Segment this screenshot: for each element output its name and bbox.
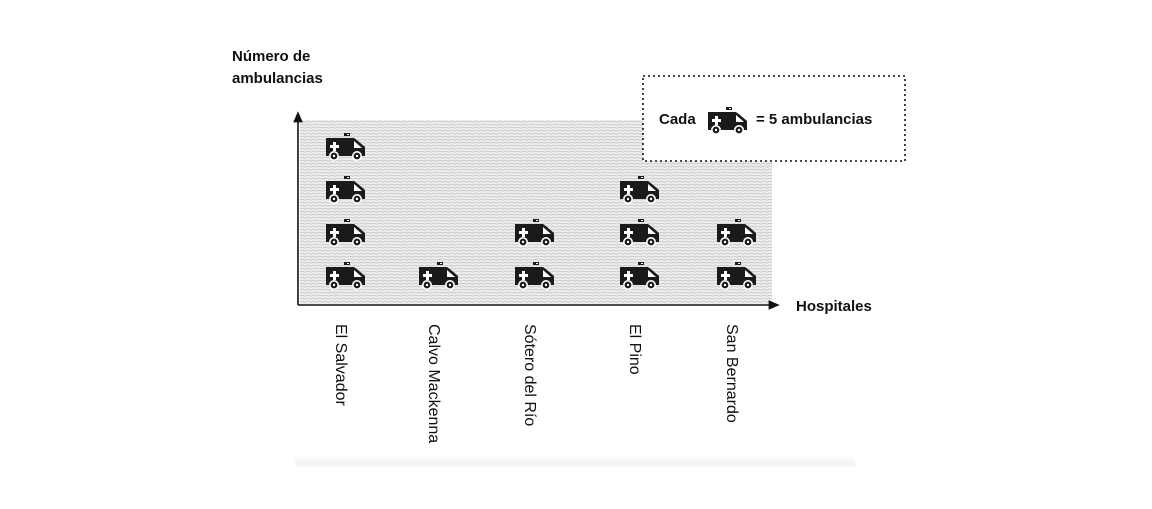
category-labels: El Salvador Calvo Mackenna Sótero del Río E… xyxy=(332,324,740,443)
legend-prefix: Cada xyxy=(659,111,696,128)
y-axis-title: Número de ambulancias xyxy=(232,48,323,87)
legend-box xyxy=(642,75,906,162)
y-axis-title-line-2: ambulancias xyxy=(232,70,323,87)
category-label: Calvo Mackenna xyxy=(425,324,442,443)
shadow-divider xyxy=(295,455,855,469)
legend: Cada = 5 ambulancias xyxy=(642,75,906,162)
category-label: Sótero del Río xyxy=(521,324,538,426)
y-axis-title-line-1: Número de xyxy=(232,48,310,65)
legend-suffix: = 5 ambulancias xyxy=(756,111,872,128)
category-label: San Bernardo xyxy=(723,324,740,423)
category-label: El Pino xyxy=(626,324,643,375)
x-axis-title: Hospitales xyxy=(796,298,872,315)
category-label: El Salvador xyxy=(332,324,349,406)
